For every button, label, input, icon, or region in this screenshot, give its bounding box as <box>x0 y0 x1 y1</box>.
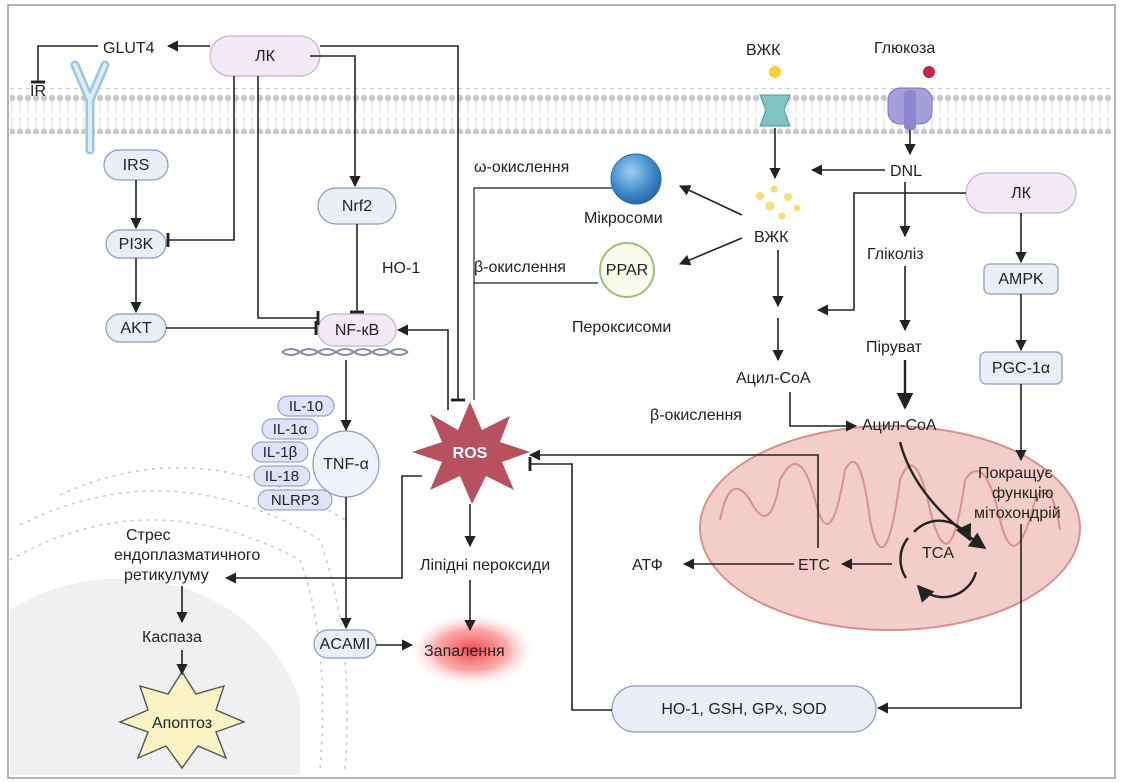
acami-node: ACAMI <box>313 629 377 659</box>
nrf2-node: Nrf2 <box>317 187 397 225</box>
acyl-coa-right-label: Ацил-CoA <box>862 417 937 434</box>
vzhk-top-label: ВЖК <box>746 42 781 59</box>
nrf2-label: Nrf2 <box>342 198 372 215</box>
improves-line1: Покращує <box>978 465 1053 482</box>
pi3k-node: PI3K <box>105 229 167 259</box>
microsomes-label: Мікросоми <box>584 210 663 227</box>
ppar-node: PPAR <box>599 242 655 298</box>
ppar-label: PPAR <box>606 262 648 279</box>
cell-membrane <box>10 88 1113 134</box>
acami-label: ACAMI <box>320 636 371 653</box>
glut4-label: GLUT4 <box>103 40 155 57</box>
cytokine-il1a: IL-1α <box>261 418 319 440</box>
tca-label: TCA <box>922 545 954 562</box>
connectors <box>30 40 1027 714</box>
pgc1a-node: PGC-1α <box>979 351 1063 385</box>
ampk-node: AMPK <box>983 263 1059 295</box>
irs-label: IRS <box>123 157 150 174</box>
glucose-label: Глюкоза <box>874 40 935 57</box>
il18-label: IL-18 <box>265 468 299 485</box>
lk-top-node: ЛК <box>209 35 321 77</box>
nfkb-label: NF-кB <box>335 322 379 339</box>
cytokine-il18: IL-18 <box>253 465 311 487</box>
er-stress-line3: ретикулуму <box>124 567 209 584</box>
nfkb-node: NF-кB <box>317 313 397 347</box>
ho1-label: HO-1 <box>382 260 420 277</box>
etc-label: ETC <box>798 557 830 574</box>
beta-oxidation-top-label: β-окислення <box>474 259 566 276</box>
microsomes-node <box>610 153 662 205</box>
inflammation-label: Запалення <box>424 643 505 660</box>
cytokine-nlrp3: NLRP3 <box>257 489 333 511</box>
pgc1a-label: PGC-1α <box>992 360 1050 377</box>
vzhk-mid-label: ВЖК <box>754 229 789 246</box>
improves-line3: мітохондрій <box>974 505 1061 522</box>
irs-node: IRS <box>103 149 169 181</box>
ffa-droplets-icon <box>756 185 801 220</box>
tnfa-label: TNF-α <box>323 456 369 473</box>
apoptosis-label: Апоптоз <box>152 715 212 732</box>
peroxisomes-label: Пероксисоми <box>572 319 671 336</box>
ir-label: IR <box>30 83 46 100</box>
dnl-label: DNL <box>890 163 922 180</box>
tnfa-node: TNF-α <box>312 430 380 498</box>
il10-label: IL-10 <box>289 398 323 415</box>
insulin-receptor-icon <box>70 60 110 155</box>
il1a-label: IL-1α <box>273 421 308 438</box>
atp-label: АТФ <box>632 557 663 574</box>
antioxidants-node: HO-1, GSH, GPx, SOD <box>611 685 877 733</box>
glucose-transporter-icon <box>887 66 935 130</box>
pyruvate-label: Піруват <box>866 339 923 356</box>
omega-oxidation-label: ω-окислення <box>474 159 569 176</box>
lk-right-node: ЛК <box>965 172 1077 214</box>
ros-label: ROS <box>453 445 488 462</box>
antioxidants-label: HO-1, GSH, GPx, SOD <box>661 701 826 718</box>
lk-top-label: ЛК <box>255 48 276 65</box>
il1b-label: IL-1β <box>263 444 298 461</box>
er-stress-line2: ендоплазматичного <box>114 547 260 564</box>
cytokine-il1b: IL-1β <box>251 441 309 463</box>
improves-line2: функцію <box>992 485 1054 502</box>
caspase-label: Каспаза <box>142 629 202 646</box>
lk-right-label: ЛК <box>1011 185 1032 202</box>
inflammation-glow <box>407 612 537 688</box>
acyl-coa-left-label: Ацил-CoA <box>736 370 811 387</box>
akt-label: AKT <box>120 320 151 337</box>
glycolysis-label: Гліколіз <box>867 246 924 263</box>
mitochondrion <box>699 425 1081 631</box>
lipid-peroxides-label: Ліпідні пероксиди <box>420 557 550 574</box>
apoptosis-node: Апоптоз <box>118 670 246 770</box>
cytokine-il10: IL-10 <box>277 395 335 417</box>
nlrp3-label: NLRP3 <box>271 492 319 509</box>
ampk-label: AMPK <box>998 271 1044 288</box>
dna-helix-icon <box>281 348 409 356</box>
er-stress-line1: Стрес <box>126 527 171 544</box>
beta-oxidation-mid-label: β-окислення <box>650 407 742 424</box>
pi3k-label: PI3K <box>119 236 154 253</box>
ffa-transporter-icon <box>759 66 791 127</box>
ros-node: ROS <box>412 402 530 504</box>
akt-node: AKT <box>105 313 167 343</box>
